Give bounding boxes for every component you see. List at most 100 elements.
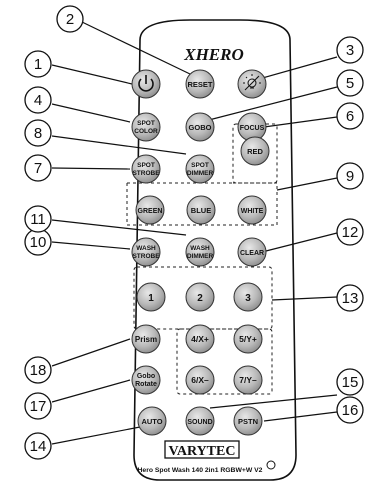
button-2[interactable]: 2 (185, 282, 215, 312)
leader-lines (51, 21, 338, 445)
button-6[interactable]: 6/X– (185, 365, 215, 395)
focus-button[interactable]: FOCUS (237, 112, 267, 142)
green-button[interactable]: GREEN (135, 195, 165, 225)
button-1-label: 1 (148, 293, 154, 304)
power-icon (138, 75, 154, 92)
auto-button[interactable]: AUTO (137, 406, 167, 436)
gobo-rotate-label-2: Rotate (135, 381, 157, 388)
leader-15 (209, 394, 338, 409)
callout-2: 2 (56, 5, 84, 33)
svg-text:14: 14 (30, 438, 47, 455)
leader-7 (51, 167, 131, 170)
gobo-button-label: GOBO (189, 123, 212, 132)
svg-text:3: 3 (346, 42, 354, 59)
leader-6 (263, 116, 338, 128)
spot-strobe-label-1: SPOT (137, 162, 155, 169)
prism-button-label: Prism (135, 335, 157, 344)
pstn-button-label: PSTN (238, 417, 258, 426)
number-group-box-lower (176, 328, 273, 395)
color-group-box (126, 182, 278, 226)
leader-9 (276, 177, 338, 191)
callout-11: 11 (24, 205, 52, 233)
callouts: 1 2 3 4 5 6 7 8 9 10 11 12 13 14 15 16 1… (24, 5, 364, 460)
spot-color-button[interactable]: SPOT COLOR (131, 112, 161, 142)
number-group-box (133, 266, 273, 330)
maker-logo: VARYTEC (164, 440, 240, 459)
red-button-label: RED (247, 147, 263, 156)
spot-strobe-button[interactable]: SPOT STROBE (131, 154, 161, 184)
callout-9: 9 (336, 162, 364, 190)
gobo-rotate-label-1: Gobo (137, 373, 155, 380)
svg-text:4: 4 (34, 92, 42, 109)
wash-strobe-label-2: STROBE (132, 253, 160, 260)
wash-strobe-button[interactable]: WASH STROBE (131, 237, 161, 267)
sound-button[interactable]: SOUND (185, 406, 215, 436)
maker-logo-text: VARYTEC (169, 444, 236, 459)
gobo-rotate-button[interactable]: Gobo Rotate (131, 365, 161, 395)
leader-3 (251, 56, 338, 82)
svg-text:6: 6 (346, 108, 354, 125)
wash-dimmer-button[interactable]: WASH DIMMER (185, 237, 215, 267)
button-1[interactable]: 1 (136, 282, 166, 312)
blue-button-label: BLUE (191, 206, 211, 215)
pstn-button[interactable]: PSTN (233, 406, 263, 436)
leader-10 (51, 241, 131, 250)
wash-strobe-label-1: WASH (136, 245, 156, 252)
button-3-label: 3 (245, 293, 251, 304)
spot-dimmer-label-1: SPOT (191, 162, 209, 169)
button-7-label: 7/Y– (239, 375, 257, 385)
reset-button[interactable]: RESET (185, 69, 215, 99)
callout-6: 6 (336, 102, 364, 130)
callout-4: 4 (24, 86, 52, 114)
spot-color-label-2: COLOR (134, 128, 158, 135)
button-5[interactable]: 5/Y+ (233, 324, 263, 354)
spot-strobe-label-2: STROBE (132, 170, 160, 177)
button-7[interactable]: 7/Y– (233, 365, 263, 395)
light-bulb-icon (243, 74, 261, 91)
model-name: Hero Spot Wash 140 2in1 RGBW+W V2 (138, 467, 263, 474)
gobo-button[interactable]: GOBO (185, 112, 215, 142)
prism-button[interactable]: Prism (131, 324, 161, 354)
button-3[interactable]: 3 (233, 282, 263, 312)
sound-button-label: SOUND (187, 419, 212, 426)
leader-4 (51, 103, 131, 123)
light-button[interactable] (237, 69, 267, 99)
callout-14: 14 (24, 432, 52, 460)
blue-button[interactable]: BLUE (186, 195, 216, 225)
reset-button-label: RESET (187, 80, 212, 89)
spot-dimmer-button[interactable]: SPOT DIMMER (185, 154, 215, 184)
callout-17: 17 (24, 392, 52, 420)
callout-10: 10 (24, 228, 52, 256)
leader-17 (51, 379, 131, 403)
button-4[interactable]: 4/X+ (185, 324, 215, 354)
white-button-label: WHITE (241, 208, 264, 215)
svg-text:9: 9 (346, 168, 354, 185)
leader-14 (51, 426, 141, 445)
spot-dimmer-label-2: DIMMER (187, 170, 214, 177)
leader-16 (263, 411, 338, 422)
clear-button[interactable]: CLEAR (237, 237, 267, 267)
wash-dimmer-label-2: DIMMER (187, 253, 214, 260)
callout-8: 8 (24, 119, 52, 147)
callout-5: 5 (336, 69, 364, 97)
callout-16: 16 (336, 396, 364, 424)
svg-text:1: 1 (34, 56, 42, 73)
button-4-label: 4/X+ (191, 334, 209, 344)
power-button[interactable] (131, 69, 161, 99)
leader-11 (51, 219, 187, 236)
red-button[interactable]: RED (240, 136, 270, 166)
svg-text:5: 5 (346, 75, 354, 92)
svg-text:7: 7 (34, 160, 42, 177)
leader-1 (51, 64, 133, 85)
svg-text:8: 8 (34, 125, 42, 142)
button-6-label: 6/X– (191, 375, 209, 385)
svg-text:16: 16 (342, 402, 359, 419)
leader-18 (51, 338, 131, 367)
white-button[interactable]: WHITE (237, 195, 267, 225)
green-button-label: GREEN (138, 208, 163, 215)
callout-18: 18 (24, 356, 52, 384)
svg-text:18: 18 (30, 362, 47, 379)
button-2-label: 2 (197, 293, 203, 304)
svg-text:12: 12 (342, 224, 359, 241)
